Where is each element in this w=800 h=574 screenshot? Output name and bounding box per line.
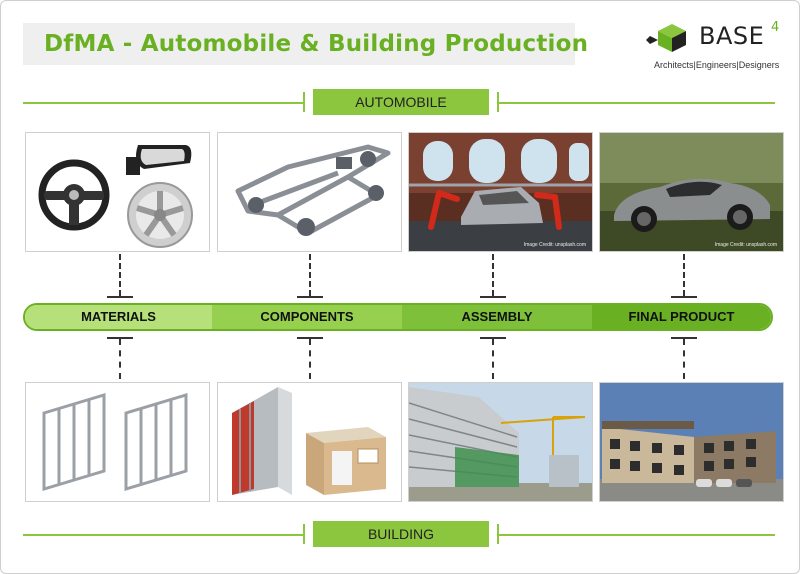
logo-name: BASE: [699, 22, 765, 50]
stage-label-materials: MATERIALS: [81, 309, 156, 324]
final-product-image-credit: Image Credit: unsplash.com: [714, 242, 777, 248]
connector-top-cap-4: [671, 296, 697, 298]
top-rule-right: [499, 102, 775, 104]
car-body-on-line-icon: [461, 187, 543, 225]
automobile-final-product-image: Image Credit: unsplash.com: [599, 132, 784, 252]
section-label-automobile: AUTOMOBILE: [313, 89, 489, 115]
bottom-tick-left: [303, 524, 305, 544]
automobile-materials-image: [25, 132, 210, 252]
assembly-image-credit: Image Credit: unsplash.com: [523, 242, 586, 248]
wall-panel-icon: [232, 387, 292, 495]
connector-bottom-cap-1: [107, 337, 133, 339]
sports-car-icon: [614, 178, 770, 232]
stage-segment-assembly: [402, 305, 592, 329]
building-under-construction-icon: [409, 387, 519, 487]
connector-bottom-4: [683, 339, 685, 379]
connector-top-3: [492, 254, 494, 296]
production-timeline: MATERIALS COMPONENTS ASSEMBLY FINAL PROD…: [23, 303, 773, 331]
building-final-product-image: [599, 382, 784, 502]
apartment-building-icon: [602, 421, 776, 483]
section-label-building: BUILDING: [313, 521, 489, 547]
bottom-tick-right: [497, 524, 499, 544]
stage-label-components: COMPONENTS: [260, 309, 354, 324]
title-banner: DfMA - Automobile & Building Production: [23, 23, 588, 65]
building-materials-image: [25, 382, 210, 502]
connector-top-cap-1: [107, 296, 133, 298]
connector-bottom-1: [119, 339, 121, 379]
connector-top-4: [683, 254, 685, 296]
logo-cubes-icon: [646, 24, 686, 52]
connector-bottom-3: [492, 339, 494, 379]
logo-superscript: 4: [771, 20, 780, 35]
logo-tagline: Architects|Engineers|Designers: [654, 60, 780, 70]
connector-top-2: [309, 254, 311, 296]
connector-bottom-cap-2: [297, 337, 323, 339]
connector-bottom-2: [309, 339, 311, 379]
top-tick-left: [303, 92, 305, 112]
top-rule-left: [23, 102, 303, 104]
connector-top-cap-3: [480, 296, 506, 298]
bottom-rule-left: [23, 534, 303, 536]
steel-stud-frame-icon: [42, 392, 188, 492]
stage-segment-components: [212, 305, 402, 329]
stage-segment-materials: [25, 305, 212, 329]
top-tick-right: [497, 92, 499, 112]
connector-bottom-cap-3: [480, 337, 506, 339]
page-title: DfMA - Automobile & Building Production: [44, 31, 589, 57]
building-components-image: [217, 382, 402, 502]
connector-top-cap-2: [297, 296, 323, 298]
automobile-components-image: [217, 132, 402, 252]
building-assembly-image: [408, 382, 593, 502]
base4-logo: BASE 4 Architects|Engineers|Designers: [646, 20, 786, 80]
bottom-rule-right: [499, 534, 775, 536]
stage-segment-final-product: [592, 305, 771, 329]
parked-cars-icon: [696, 479, 752, 487]
modular-room-icon: [306, 427, 386, 495]
stage-label-final-product: FINAL PRODUCT: [628, 309, 735, 324]
alloy-wheel-icon: [127, 182, 193, 248]
car-mirror-icon: [126, 145, 192, 175]
automobile-assembly-image: Image Credit: unsplash.com: [408, 132, 593, 252]
connector-bottom-cap-4: [671, 337, 697, 339]
stage-label-assembly: ASSEMBLY: [461, 309, 533, 324]
steering-wheel-icon: [38, 159, 110, 231]
connector-top-1: [119, 254, 121, 296]
